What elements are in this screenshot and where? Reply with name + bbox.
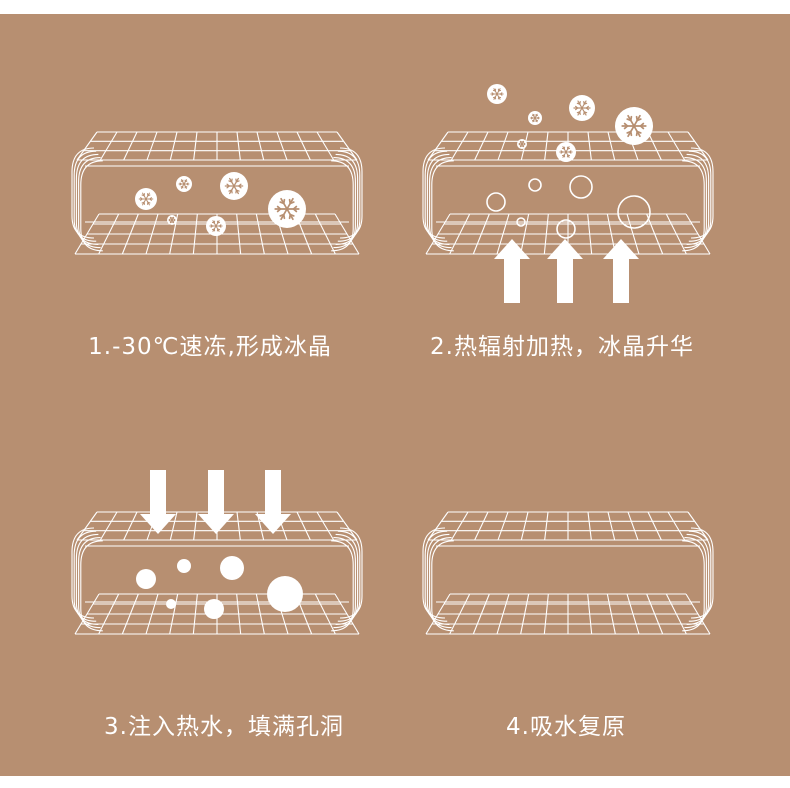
filled-dot [136,569,156,589]
arrow-up-icon [494,239,530,303]
process-diagram [71,84,714,635]
step-2-caption: 2.热辐射加热，冰晶升华 [430,334,694,360]
step-1-caption: 1.-30℃速冻,形成冰晶 [88,334,332,360]
bottom-grid [425,593,711,635]
arrow-down-icon [255,470,291,534]
snowflake-icon [517,139,527,149]
snowflake-icon [167,215,177,225]
bubble [486,192,506,212]
bubble [617,195,651,229]
filled-dot [177,559,191,573]
snowflake-icon [556,142,576,162]
arrow-down-icon [140,470,176,534]
step-3-caption: 3.注入热水，填满孔洞 [104,714,344,740]
bubble [516,217,526,227]
side-walls [71,147,363,252]
side-walls [422,527,714,632]
snowflake-icon [615,107,653,145]
sponge-step-4 [422,511,714,635]
bottom-grid [425,213,711,255]
bubble [556,219,576,239]
snowflake-icon [220,172,248,200]
snowflake-icon [206,216,226,236]
bubble [528,178,542,192]
filled-dot [220,556,244,580]
snowflake-icon [135,188,157,210]
snowflake-icon [487,84,507,104]
top-grid [76,511,358,541]
filled-dot [204,599,224,619]
side-walls [422,147,714,252]
snowflake-icon [176,176,192,192]
sponge-step-2 [422,131,714,255]
snowflake-icon [528,111,542,125]
bubble [569,175,593,199]
filled-dot [166,599,176,609]
step-4-caption: 4.吸水复原 [506,714,626,740]
top-grid [427,511,709,541]
arrow-up-icon [603,239,639,303]
snowflake-icon [569,95,595,121]
top-grid [76,131,358,161]
snowflake-icon [268,190,306,228]
arrow-up-icon [547,239,583,303]
filled-dot [267,576,303,612]
side-walls [71,527,363,632]
sponge-step-1 [71,131,363,255]
arrow-down-icon [198,470,234,534]
background-panel: 1.-30℃速冻,形成冰晶 2.热辐射加热，冰晶升华 3.注入热水，填满孔洞 4… [0,14,790,776]
